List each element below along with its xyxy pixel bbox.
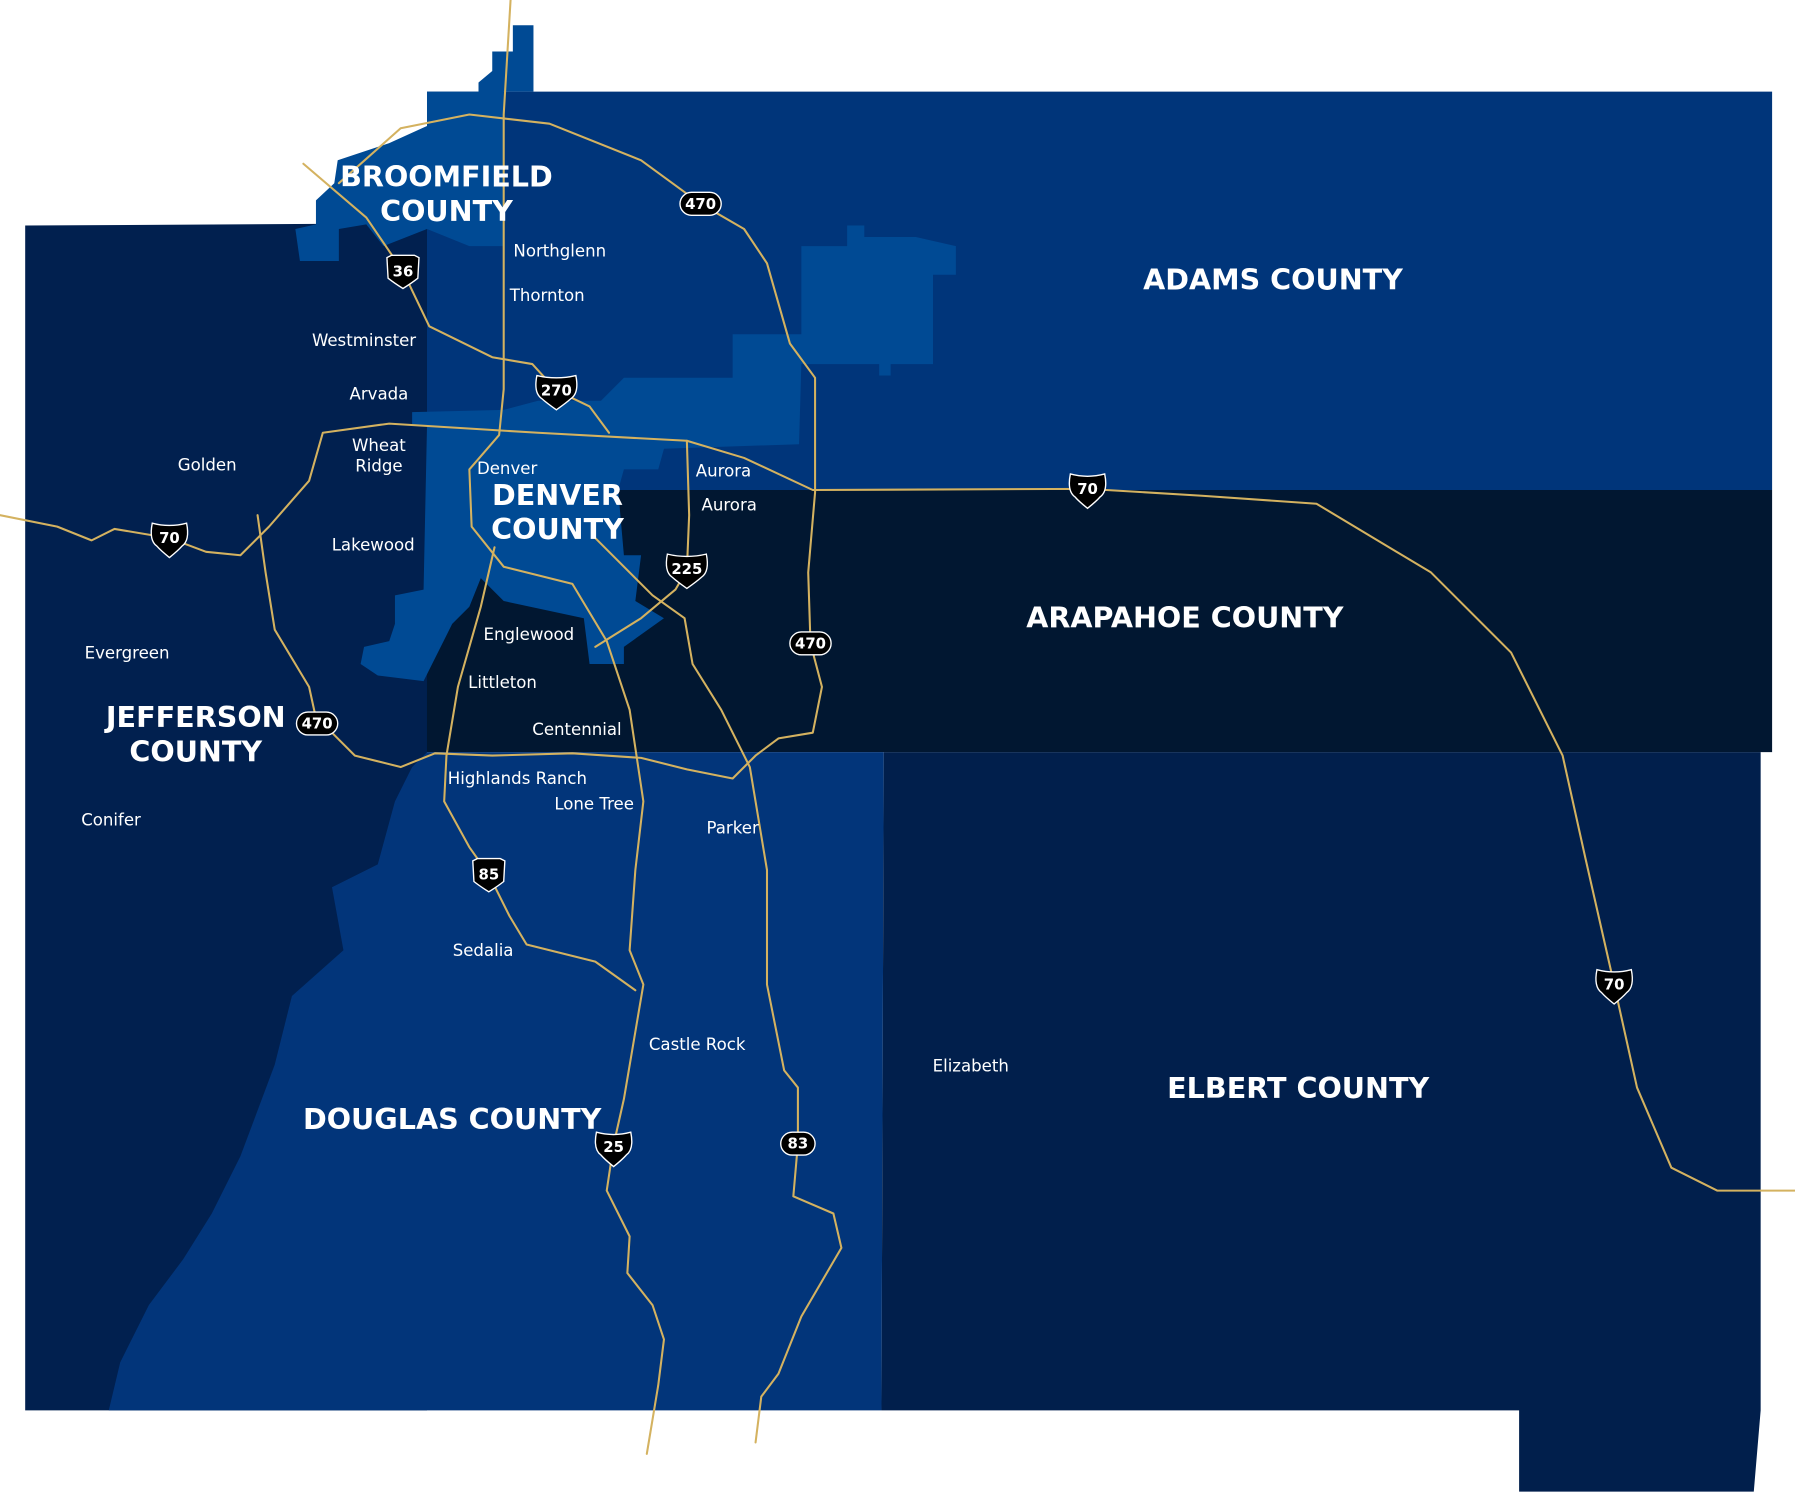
jefferson-county-label-line2: COUNTY — [129, 734, 262, 768]
i70-west-shield: 70 — [150, 522, 189, 559]
city-wheat-ridge-line2: Ridge — [355, 457, 402, 476]
city-conifer: Conifer — [81, 810, 141, 829]
sh83-shield: 83 — [780, 1131, 816, 1156]
douglas-county-region[interactable] — [108, 752, 884, 1411]
c470-west-shield: 470 — [295, 711, 339, 736]
city-elizabeth: Elizabeth — [933, 1057, 1009, 1076]
highway-shields: 470 470 470 36 270 70 70 70 225 85 25 83 — [150, 191, 1633, 1168]
shield-shape-icon — [1595, 968, 1633, 1005]
city-highlands-ranch: Highlands Ranch — [448, 769, 587, 788]
i70-east-shield: 70 — [1595, 968, 1633, 1005]
counties — [25, 25, 1773, 1492]
i25-road — [468, 0, 665, 1455]
us85-road — [443, 546, 637, 992]
i25-shield: 25 — [594, 1131, 633, 1168]
broomfield-county-label-line2: COUNTY — [380, 194, 513, 228]
city-denver: Denver — [477, 459, 537, 478]
broomfield-county-region[interactable] — [295, 25, 534, 262]
shield-shape-icon — [150, 522, 189, 559]
shield-shape-icon — [472, 857, 506, 893]
elbert-county-region[interactable] — [881, 752, 1761, 1492]
denver-county-label: DENVER — [492, 478, 623, 512]
broomfield-county-label: BROOMFIELD — [340, 160, 553, 194]
us85-shield: 85 — [472, 857, 506, 893]
shield-number: 36 — [393, 262, 414, 280]
e470-north-shield: 470 — [679, 191, 722, 216]
city-evergreen: Evergreen — [85, 643, 170, 662]
shield-shape-icon — [594, 1131, 633, 1168]
shield-number: 70 — [1077, 480, 1098, 498]
e470-east-shield: 470 — [789, 631, 832, 656]
shield-shape-icon — [665, 553, 709, 590]
i225-shield: 225 — [665, 553, 709, 590]
douglas-county-label: DOUGLAS COUNTY — [303, 1102, 602, 1136]
jefferson-county-label: JEFFERSON — [104, 700, 286, 734]
shield-shape-icon — [780, 1131, 816, 1156]
adams-county-label: ADAMS COUNTY — [1143, 263, 1403, 297]
city-westminster: Westminster — [312, 331, 416, 350]
city-labels: Northglenn Thornton Westminster Arvada W… — [81, 241, 1009, 1075]
city-centennial: Centennial — [532, 720, 621, 739]
shield-shape-icon — [679, 191, 722, 216]
city-wheat-ridge: Wheat — [352, 436, 406, 455]
shield-number: 470 — [685, 195, 716, 213]
shield-shape-icon — [295, 711, 339, 736]
i270-shield: 270 — [535, 374, 578, 411]
shield-shape-icon — [535, 374, 578, 411]
shield-number: 270 — [541, 381, 572, 399]
city-arvada: Arvada — [350, 385, 409, 404]
us36-shield: 36 — [386, 254, 420, 290]
roads — [0, 0, 1795, 1455]
shield-number: 85 — [478, 866, 499, 884]
shield-number: 70 — [159, 529, 180, 547]
city-golden: Golden — [178, 456, 237, 475]
shield-number: 70 — [1604, 976, 1625, 994]
city-thornton: Thornton — [509, 286, 585, 305]
city-parker: Parker — [707, 818, 759, 837]
city-castle-rock: Castle Rock — [649, 1035, 746, 1054]
us36-road — [302, 162, 611, 434]
elbert-county-label: ELBERT COUNTY — [1167, 1071, 1429, 1105]
city-littleton: Littleton — [468, 673, 537, 692]
shield-number: 83 — [788, 1135, 809, 1153]
denver-county-label-line2: COUNTY — [491, 512, 624, 546]
city-englewood: Englewood — [484, 625, 575, 644]
shield-number: 225 — [671, 560, 702, 578]
city-sedalia: Sedalia — [453, 941, 514, 960]
city-northglenn: Northglenn — [513, 241, 606, 260]
shield-number: 25 — [603, 1138, 624, 1156]
arapahoe-county-region[interactable] — [426, 489, 1773, 753]
city-aurora-south: Aurora — [702, 496, 757, 515]
shield-shape-icon — [789, 631, 832, 656]
shield-number: 470 — [302, 715, 333, 733]
city-aurora-north: Aurora — [696, 461, 751, 480]
city-lakewood: Lakewood — [332, 536, 415, 555]
i70-central-shield: 70 — [1068, 473, 1107, 510]
shield-shape-icon — [386, 254, 420, 290]
arapahoe-county-label: ARAPAHOE COUNTY — [1026, 600, 1344, 634]
shield-number: 470 — [795, 634, 826, 652]
city-lone-tree: Lone Tree — [554, 794, 634, 813]
county-labels: BROOMFIELD COUNTY ADAMS COUNTY DENVER CO… — [104, 160, 1430, 1136]
shield-shape-icon — [1068, 473, 1107, 510]
sh83-road — [594, 537, 843, 1444]
